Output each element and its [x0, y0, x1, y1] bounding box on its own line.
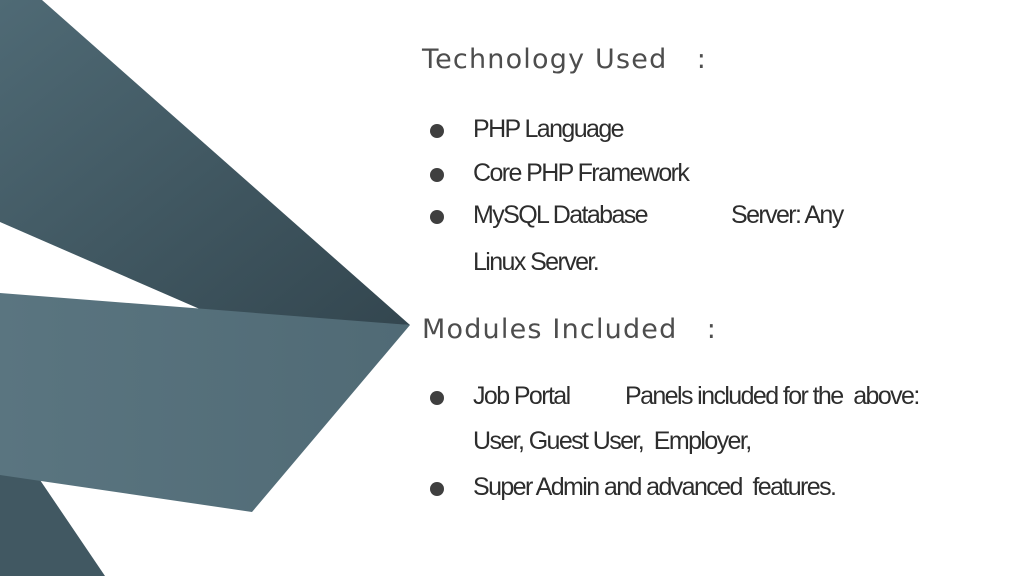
bullet-icon [430, 168, 444, 182]
list-item: MySQL Database [473, 201, 649, 229]
bullet-icon [430, 391, 444, 405]
ribbon-bottom [0, 470, 105, 576]
modules-heading: Modules Included : [422, 314, 718, 345]
list-item: PHP Language [473, 115, 625, 143]
list-item: Core PHP Framework [473, 159, 690, 187]
list-item-continuation: User, Guest User, Employer, [473, 427, 752, 455]
bullet-icon [430, 482, 444, 496]
list-item-extra: Server: Any [731, 201, 844, 229]
technology-heading: Technology Used : [422, 44, 708, 75]
list-item-continuation: Linux Server. [473, 248, 600, 276]
bullet-icon [430, 124, 444, 138]
list-item: Super Admin and advanced features. [473, 473, 837, 501]
list-item: Job Portal [473, 382, 571, 410]
ribbon-top [0, 0, 410, 325]
ribbon-middle [0, 293, 410, 512]
list-item-extra: Panels included for the above: [625, 382, 920, 410]
bullet-icon [430, 210, 444, 224]
